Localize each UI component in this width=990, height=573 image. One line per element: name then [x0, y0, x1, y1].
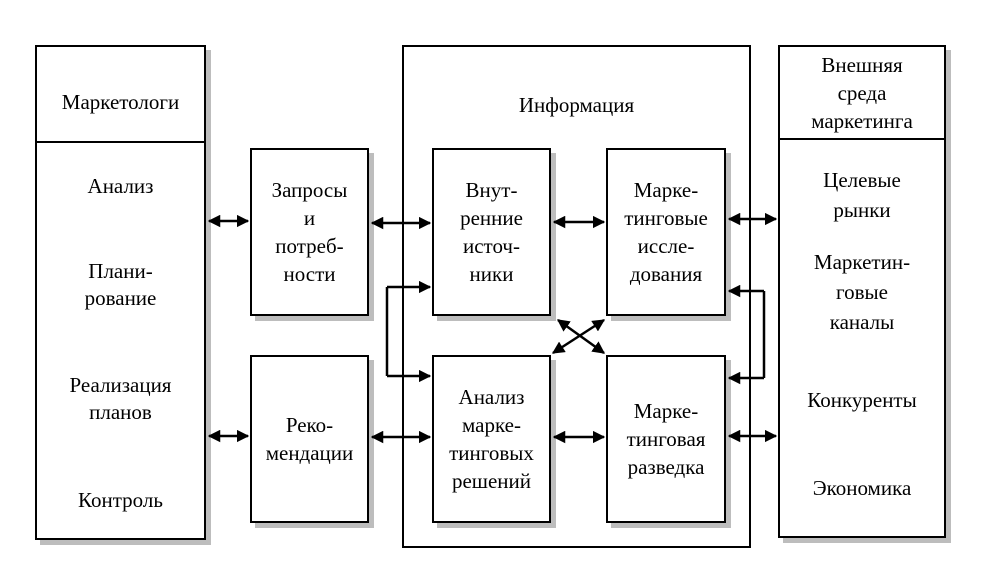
marketers-divider — [37, 141, 204, 143]
marketers-item-implementation: Реализация планов — [69, 373, 172, 424]
marketers-box: Маркетологи Анализ Плани- рование Реализ… — [35, 45, 206, 540]
environment-item-target-markets: Целевые рынки — [823, 168, 901, 222]
environment-item-economy: Экономика — [812, 476, 912, 500]
information-box: Информация — [402, 45, 751, 548]
marketers-title: Маркетологи — [61, 90, 180, 114]
environment-divider — [780, 138, 944, 140]
marketers-item-analysis: Анализ — [87, 174, 154, 198]
marketing-research-box: Марке- тинговые иссле- дования — [606, 148, 726, 316]
environment-title: Внешняя среда маркетинга — [811, 53, 913, 133]
intelligence-box: Марке- тинговая разведка — [606, 355, 726, 523]
marketers-item-planning: Плани- рование — [84, 259, 157, 310]
internal-sources-box: Внут- ренние источ- ники — [432, 148, 551, 316]
environment-box: Внешняя среда маркетинга Целевые рынки М… — [778, 45, 946, 538]
requests-box: Запросы и потреб- ности — [250, 148, 369, 316]
marketers-item-control: Контроль — [78, 488, 163, 512]
information-title: Информация — [518, 93, 635, 117]
environment-item-marketing-channels: Маркетин- говые каналы — [813, 250, 911, 334]
recommendations-box: Реко- мендации — [250, 355, 369, 523]
decision-analysis-box: Анализ марке- тинговых решений — [432, 355, 551, 523]
environment-item-competitors: Конкуренты — [807, 388, 917, 412]
